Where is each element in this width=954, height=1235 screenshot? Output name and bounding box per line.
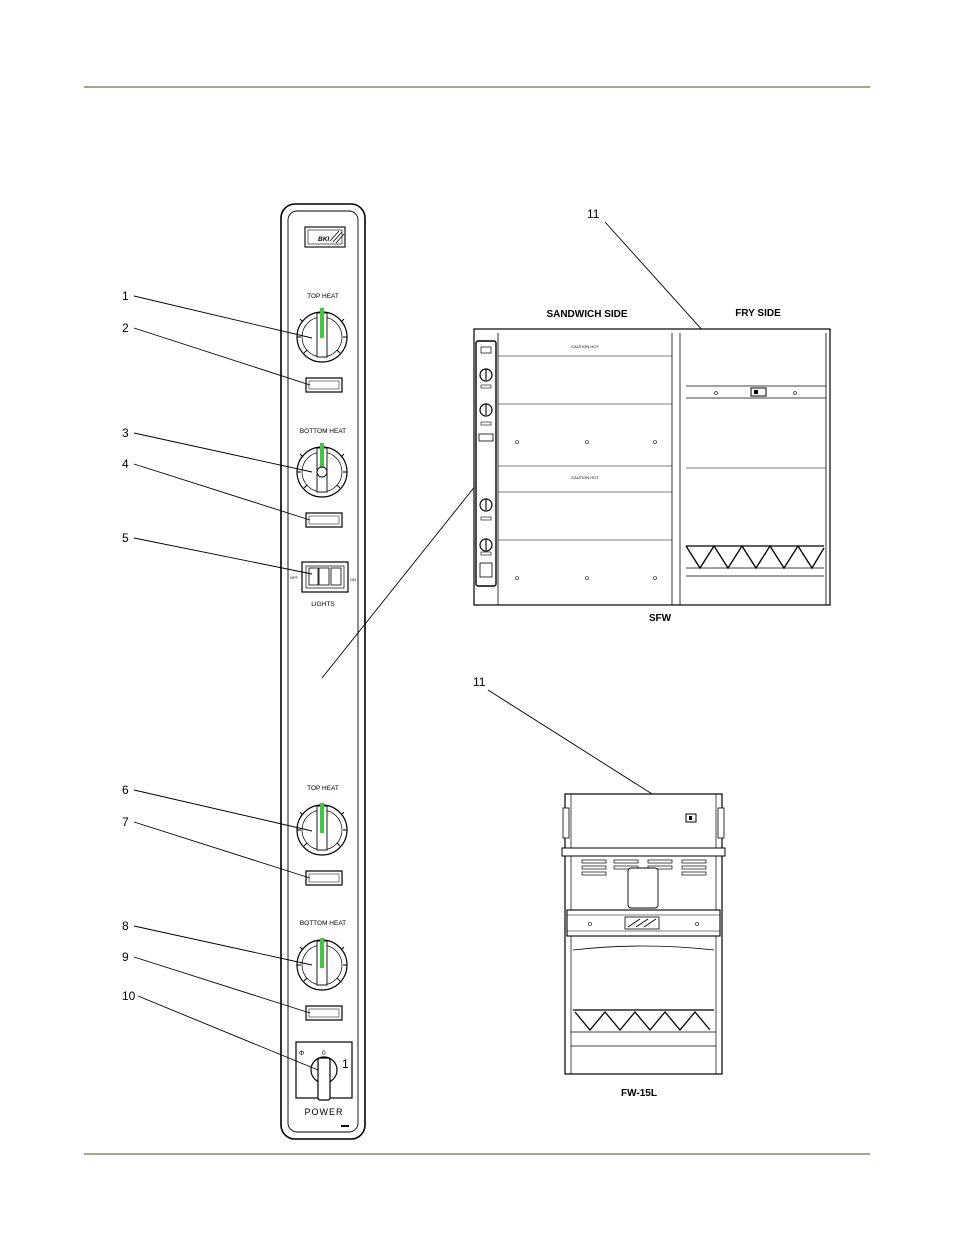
fw15l-unit: FW-15L [562,794,725,1099]
lower-top-heat-indicator [320,803,324,833]
upper-bottom-heat-light [306,513,342,527]
upper-top-heat-indicator [320,308,324,338]
sfw-item-11 [751,388,766,396]
power-symbol: Φ [299,1050,304,1057]
sandwich-side-label: SANDWICH SIDE [546,309,627,320]
power-off-mark: 0 [322,1050,326,1057]
callout-2: 2 [122,321,129,335]
lights-off-label: OFF [290,575,299,580]
upper-top-heat-light [306,378,342,392]
callout-5: 5 [122,531,129,545]
lights-on-label: ON [350,577,356,582]
callout-3: 3 [122,426,129,440]
panel-nameplate-mark [341,1125,349,1127]
control-panel: BKI TOP HEAT BOTTOM HEAT [281,204,365,1139]
lights-label: LIGHTS [311,601,335,608]
callout-1: 1 [122,289,129,303]
callout-8: 8 [122,919,129,933]
power-on-mark: 1 [342,1057,349,1071]
lights-switch[interactable] [302,562,348,592]
lower-bottom-heat-light [306,1006,342,1020]
logo-text: BKI [318,236,329,243]
callout-7: 7 [122,815,129,829]
callout-9: 9 [122,950,129,964]
sfw-caution-upper: CAUTION HOT [571,344,599,349]
sfw-caption: SFW [649,613,672,624]
lower-top-heat-label: TOP HEAT [307,785,339,792]
sfw-unit: SANDWICH SIDE FRY SIDE CAUTION HOT CAUTI… [474,308,830,624]
fw15l-caption: FW-15L [621,1088,657,1099]
callout-10: 10 [122,989,136,1003]
callout-11-fw15l: 11 [473,675,486,689]
upper-top-heat-label: TOP HEAT [307,293,339,300]
upper-bottom-heat-label: BOTTOM HEAT [300,428,346,435]
power-label: POWER [304,1107,343,1117]
lower-bottom-heat-indicator [320,938,324,968]
sfw-body [474,329,830,605]
callout-4: 4 [122,457,129,471]
lower-top-heat-light [306,871,342,885]
lower-bottom-heat-label: BOTTOM HEAT [300,920,346,927]
callout-11-sfw: 11 [587,207,600,221]
bki-logo: BKI [305,227,345,247]
fry-side-label: FRY SIDE [735,308,781,319]
callout-6: 6 [122,783,129,797]
sfw-caution-lower: CAUTION HOT [571,475,599,480]
